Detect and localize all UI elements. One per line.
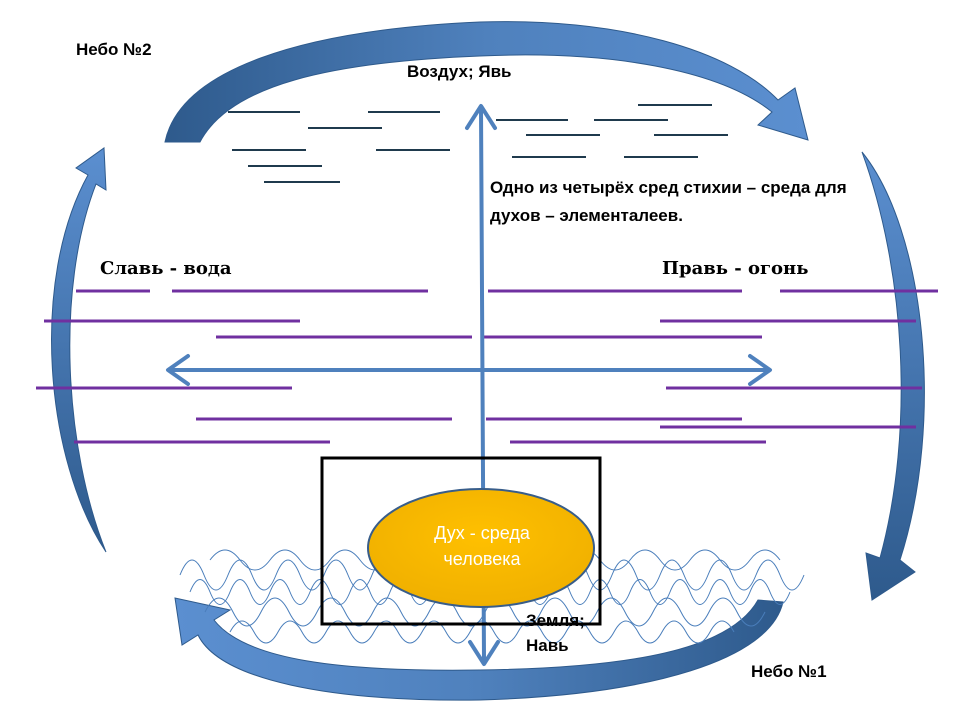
spirit-oval: [367, 488, 595, 608]
human-frame: [320, 456, 602, 626]
slav-label: Славь - вода: [100, 258, 232, 279]
horizontal-arrow: [166, 354, 772, 386]
arc-left: [51, 147, 107, 553]
purple-lines: [36, 289, 938, 444]
heaven-2-label: Небо №2: [76, 40, 152, 59]
arc-bottom: [174, 597, 784, 701]
air-label: Воздух; Явь: [407, 62, 512, 81]
heaven-1-label: Небо №1: [751, 662, 827, 681]
arc-top: [164, 21, 809, 143]
sky-dashes: [228, 104, 728, 183]
prav-label: Правь - огонь: [662, 258, 809, 279]
arc-right: [861, 151, 925, 601]
spirit-label: Дух - среда человека: [434, 523, 530, 569]
earth-label: Земля; Навь: [526, 611, 585, 655]
description-text: Одно из четырёх сред стихии – среда для …: [490, 178, 847, 225]
